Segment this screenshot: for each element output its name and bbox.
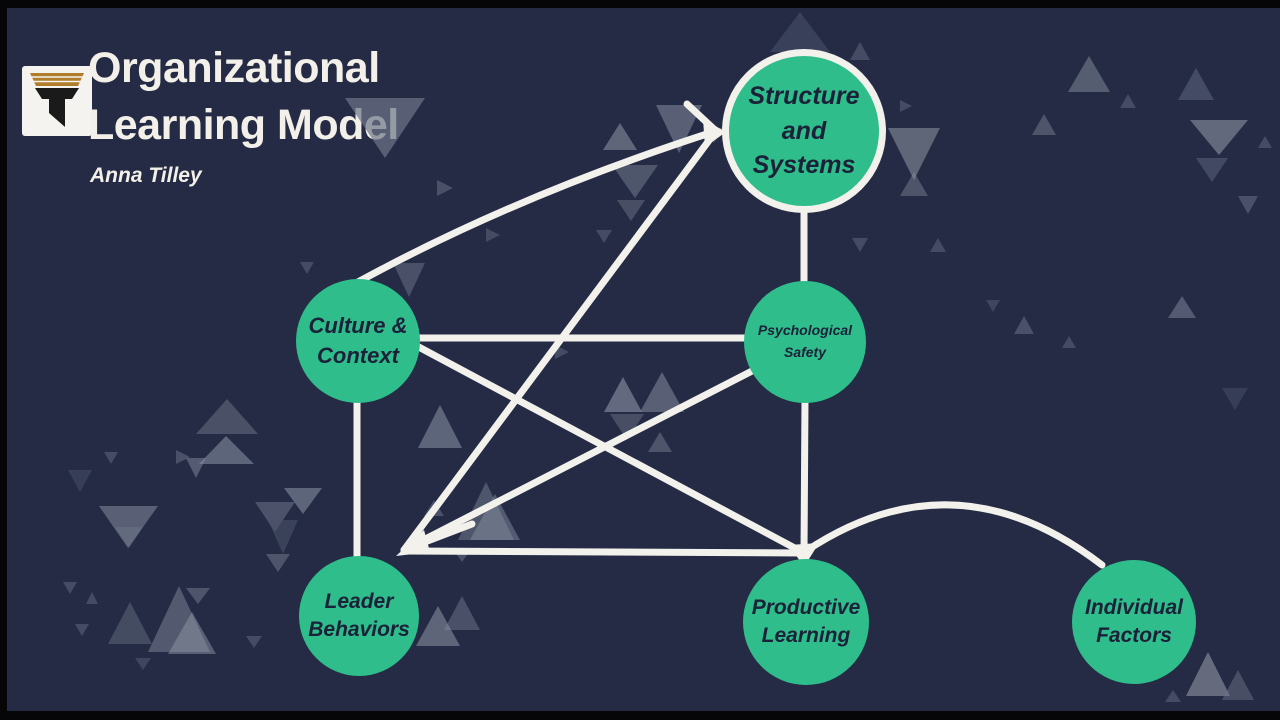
page-title: Organizational Learning Model [88,40,399,154]
arrowhead-productive [789,543,819,567]
t-logo [22,66,92,136]
edge-culture-productive [411,341,808,557]
arrowhead-structure [703,119,726,147]
edge-productive-individual [802,501,1106,569]
node-label: Individual Factors [1084,595,1183,647]
title-line-2: Learning Model [88,100,399,149]
node-label: Psychological Safety [757,322,853,360]
node-label: Structure and Systems [748,82,860,180]
node-productive-learning[interactable]: Productive Learning [743,559,869,685]
node-label: Culture & Context [308,313,408,368]
node-label: Productive Learning [751,595,861,647]
edge-culture-structure [354,127,720,286]
arrowhead-leader [396,530,430,556]
node-label: Leader Behaviors [308,589,410,641]
node-leader-behaviors[interactable]: Leader Behaviors [299,556,419,676]
node-culture-and-context[interactable]: Culture & Context [296,279,420,403]
title-line-1: Organizational [88,44,380,92]
top-letterbox-strip [0,0,1280,8]
edge-leader-productive [400,547,808,557]
bottom-letterbox-strip [0,711,1280,720]
node-psychological-safety[interactable]: Psychological Safety [744,281,866,403]
node-structure-and-systems[interactable]: Structure and Systems [722,49,886,213]
author-name: Anna Tilley [90,164,202,187]
edge-psych-leader [400,366,758,554]
left-letterbox-strip [0,0,7,720]
edge-psych-productive [800,396,809,556]
node-individual-factors[interactable]: Individual Factors [1072,560,1196,684]
